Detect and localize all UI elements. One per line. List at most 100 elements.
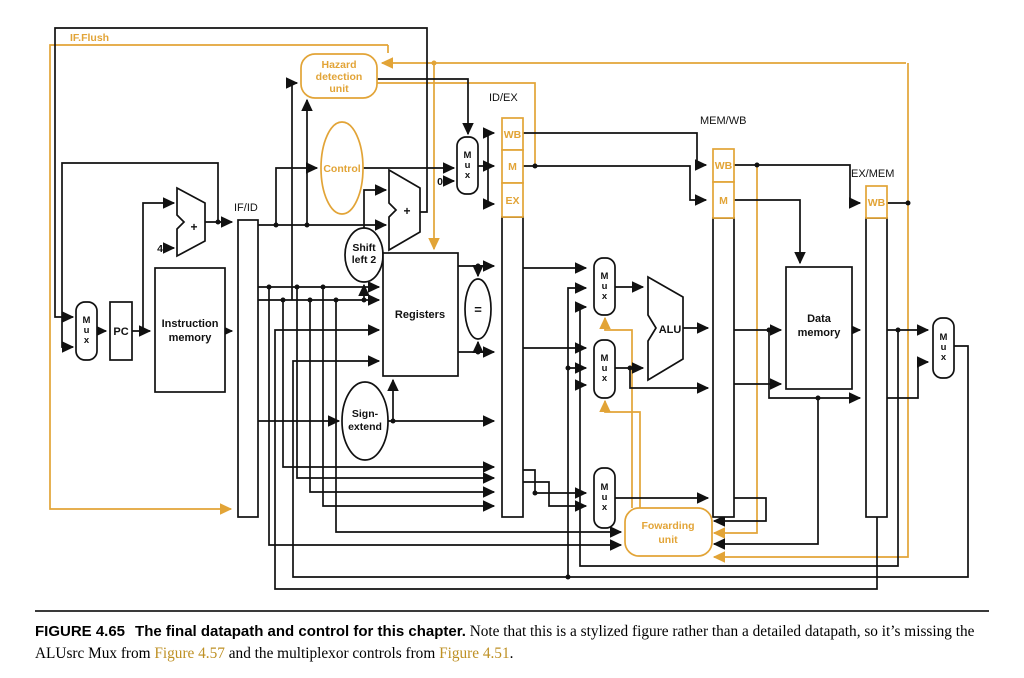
idex-wb-label: WB <box>504 129 522 141</box>
wire-idex-m-pass <box>523 165 708 206</box>
wire-pc4-loop <box>61 162 219 353</box>
mux-letter: x <box>602 291 608 302</box>
wire-if-flush <box>49 44 388 515</box>
caption-text-1: Note that this is a stylized figure rath… <box>35 623 975 663</box>
junction-dot <box>304 222 310 228</box>
figure-title: The final datapath and control for this … <box>135 623 466 640</box>
hazard-label-2: detection <box>316 71 363 83</box>
mux-letter: u <box>602 363 608 374</box>
junction-dot <box>266 284 272 290</box>
junction-dot <box>754 162 760 168</box>
junction-dot <box>390 418 396 424</box>
junction-dot <box>565 365 571 371</box>
mux-letter: M <box>940 332 948 343</box>
wire-writeback-data <box>292 345 969 578</box>
instruction-memory-label-1: Instruction <box>162 318 219 330</box>
datapath-diagram: IF.Flush Hazard detection unit Control P… <box>49 27 969 590</box>
mux-letter: u <box>465 160 471 171</box>
idex-m-label: M <box>508 161 517 173</box>
idex-label: ID/EX <box>489 92 518 104</box>
writeback-mux <box>932 317 955 379</box>
idex-ex-box <box>501 182 524 218</box>
shift-label-1: Shift <box>352 242 376 254</box>
wire-memwb-wb-forward <box>712 166 758 539</box>
wire-to-hazard-left <box>285 77 299 300</box>
hazard-label-1: Hazard <box>321 59 356 71</box>
data-memory-label-1: Data <box>807 313 832 325</box>
sign-extend-label-2: extend <box>348 421 382 433</box>
caption-link-fig457[interactable]: Figure 4.57 <box>154 645 225 663</box>
wire-fwd-wb-val <box>567 282 588 577</box>
wire-shift-adder <box>363 184 388 228</box>
junction-dot <box>475 263 481 269</box>
junction-dot <box>905 200 911 206</box>
caption-text-2: and the multiplexor controls from <box>224 645 440 663</box>
junction-dot <box>532 163 538 169</box>
exmem-register <box>865 217 888 518</box>
junction-dot <box>140 328 146 334</box>
junction-dot <box>627 365 633 371</box>
mux-letter: u <box>84 325 90 336</box>
data-memory <box>785 266 853 390</box>
mux-letter: M <box>464 150 472 161</box>
forwarding-unit <box>624 507 713 557</box>
memwb-wb-label: WB <box>715 160 733 172</box>
wire-ctrl-split <box>478 133 906 204</box>
zero-label: 0 <box>437 176 443 188</box>
instruction-memory <box>154 267 226 393</box>
junction-dot <box>532 490 538 496</box>
wire-rs-forward <box>268 287 623 551</box>
junction-dot <box>294 284 300 290</box>
exmem-wb-box <box>865 185 888 219</box>
pc-label: PC <box>113 326 128 338</box>
equals-label: = <box>474 302 482 317</box>
control-wires <box>49 44 909 563</box>
caption-link-fig451[interactable]: Figure 4.51 <box>439 645 510 663</box>
wire-exmem-mux2 <box>887 356 930 399</box>
wire-exmem-dest-forward <box>712 398 819 550</box>
instruction-memory-label-2: memory <box>169 332 213 344</box>
data-memory-label-2: memory <box>798 327 842 339</box>
wire-regnum4 <box>322 287 496 512</box>
hazard-label-3: unit <box>329 83 349 95</box>
control-zero-mux <box>456 136 479 195</box>
ifid-label: IF/ID <box>234 202 258 214</box>
junction-dot <box>815 395 821 401</box>
alu <box>647 275 684 382</box>
branch-adder <box>388 168 421 252</box>
junction-dot <box>280 297 286 303</box>
idex-ex-label: EX <box>505 195 519 207</box>
junction-dot <box>895 327 901 333</box>
control-unit <box>320 121 364 215</box>
mux-labels: M u x M u x M u x M u x M u x M u x <box>83 150 948 513</box>
junction-dot-gold <box>431 60 437 66</box>
wire-idex-wb-pass <box>523 132 708 171</box>
sign-extend <box>341 381 389 461</box>
ifid-register <box>237 219 259 518</box>
junction-dot <box>565 574 571 580</box>
mux-letter: x <box>84 335 90 346</box>
wire-alu-bypass <box>768 330 862 404</box>
junction-dots <box>140 60 911 580</box>
mux-letter: M <box>601 271 609 282</box>
registers-label: Registers <box>395 309 445 321</box>
idex-register <box>501 216 524 518</box>
wire-wb-to-forwarding <box>712 63 909 563</box>
junction-dot <box>333 297 339 303</box>
wire-storedata <box>629 368 710 394</box>
wire-pc-adder <box>142 197 176 331</box>
shift-label-2: left 2 <box>352 254 377 266</box>
sign-extend-label-1: Sign- <box>352 408 379 420</box>
wire-mux3-in2 <box>523 481 588 512</box>
wire-dest-forward <box>712 497 767 527</box>
mux-letter: x <box>602 373 608 384</box>
dest-reg-mux <box>593 467 616 529</box>
alu-src-mux-b <box>593 339 616 399</box>
mux-letter: x <box>465 170 471 181</box>
wire-regnum1 <box>282 300 496 473</box>
mux-letter: u <box>602 281 608 292</box>
mux-letter: x <box>602 502 608 513</box>
control-label: Control <box>323 163 360 175</box>
wire-forward-muxB <box>599 399 641 508</box>
